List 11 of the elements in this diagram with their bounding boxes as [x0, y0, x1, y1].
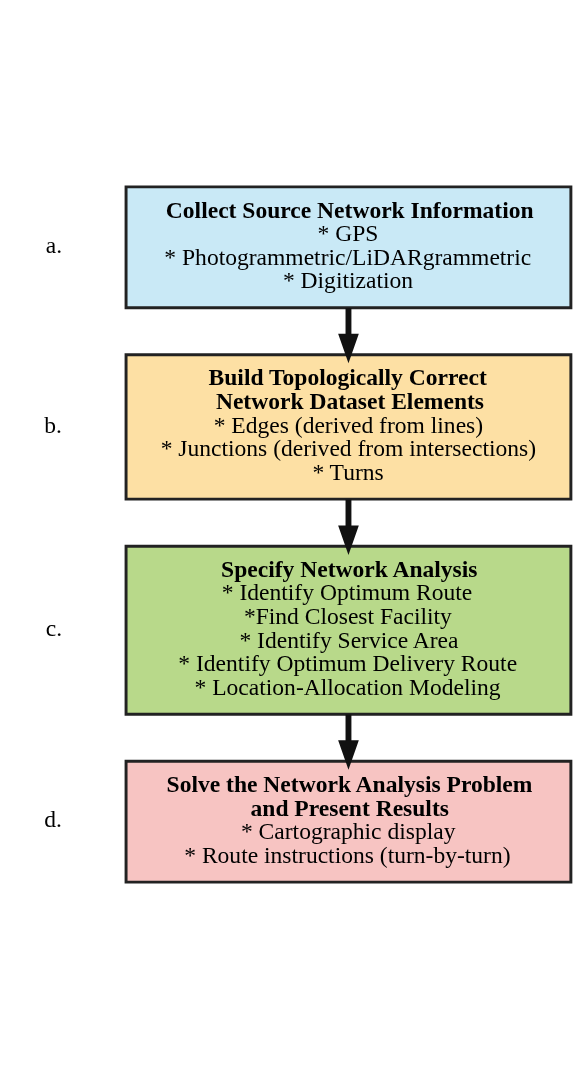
node-box: Solve the Network Analysis Problem and Present Results * Cartographic display * Route instructions (turn-by-turn) [124, 759, 573, 884]
arrow [338, 499, 359, 555]
arrow [338, 307, 359, 363]
node-label: a. [45, 231, 63, 258]
node-label: b. [44, 411, 62, 438]
node-box: Build Topologically Correct Network Dataset Elements * Edges (derived from lines) * Junctions (derived from intersections) * Turns [124, 352, 573, 501]
node-label: d. [44, 805, 62, 832]
arrow [338, 713, 359, 770]
node-box: Collect Source Network Information * GPS * Photogrammetric/LiDARgrammetric * Digitization [124, 184, 573, 309]
node-label: c. [45, 614, 63, 641]
node-box: Specify Network Analysis * Identify Optimum Route *Find Closest Facility * Identify Service Area * Identify Optimum Delivery Route * Location-Allocation Modeling [124, 544, 573, 716]
